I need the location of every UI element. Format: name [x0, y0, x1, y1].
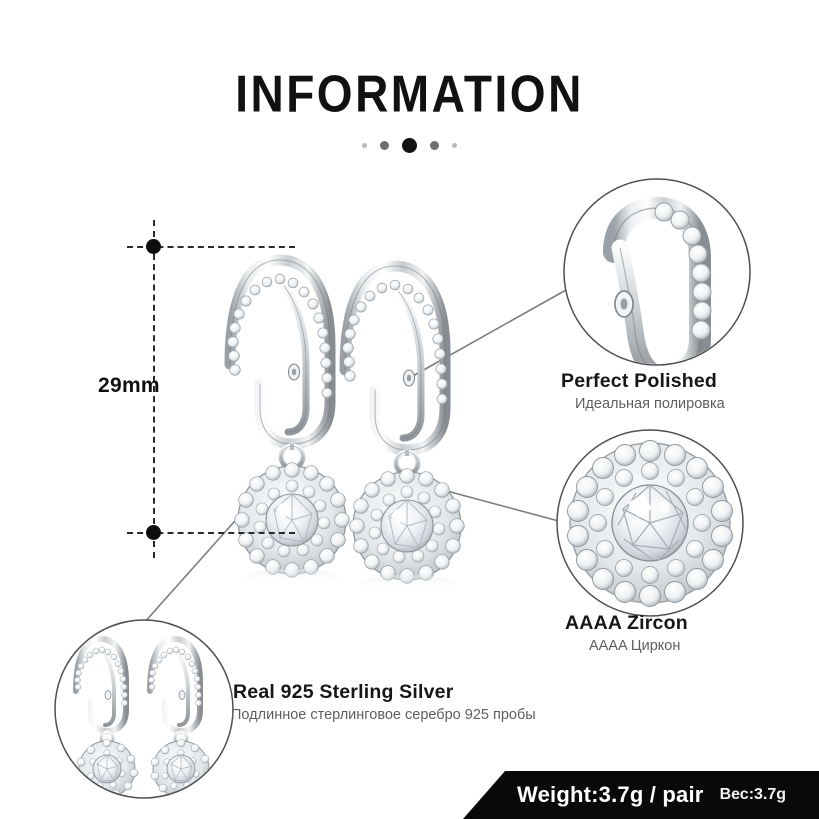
dimension-vertical-line: [153, 254, 155, 524]
title-dot-1: [362, 142, 367, 148]
leader-line-zircon: [431, 486, 567, 524]
title-dot-2: [380, 140, 389, 150]
title-dot-3: [402, 137, 417, 153]
callout-subtitle-perfect-polished: Идеальная полировка: [575, 396, 725, 412]
header-block: INFORMATION: [0, 64, 819, 153]
weight-banner: Weight:3.7g / pair Вес:3.7g: [463, 771, 819, 819]
title-dot-ornament: [0, 137, 819, 153]
dimension-top-dot: [146, 239, 161, 254]
leader-line-clasp: [403, 289, 567, 382]
leader-lines: [117, 289, 567, 653]
callout-subtitle-aaaa-zircon: AAAA Циркон: [589, 638, 681, 654]
callout-title-perfect-polished: Perfect Polished: [561, 370, 718, 392]
title-dot-5: [452, 142, 457, 148]
dimension-top-stub: [153, 220, 155, 248]
callout-subtitle-real-925-sterling-silver: Подлинное стерлинговое серебро 925 пробы: [231, 707, 536, 723]
callout-circle-pair: [54, 619, 234, 799]
page-title: INFORMATION: [235, 64, 584, 123]
weight-label-en: Weight:3.7g / pair: [517, 782, 704, 807]
title-dot-4: [430, 140, 439, 150]
dimension-bottom-stub: [153, 530, 155, 558]
dimension-bottom-dot: [146, 525, 161, 540]
weight-label-ru: Вес:3.7g: [719, 786, 787, 803]
callout-title-aaaa-zircon: AAAA Zircon: [565, 612, 688, 634]
dimension-top-line: [127, 246, 295, 248]
dimension-label: 29mm: [98, 374, 160, 397]
main-earring-left: [228, 260, 350, 587]
callout-title-real-925-sterling-silver: Real 925 Sterling Silver: [233, 681, 454, 703]
dimension-bottom-line: [127, 532, 295, 534]
main-earring-right: [343, 266, 465, 593]
callout-circle-zircon: [556, 429, 744, 617]
